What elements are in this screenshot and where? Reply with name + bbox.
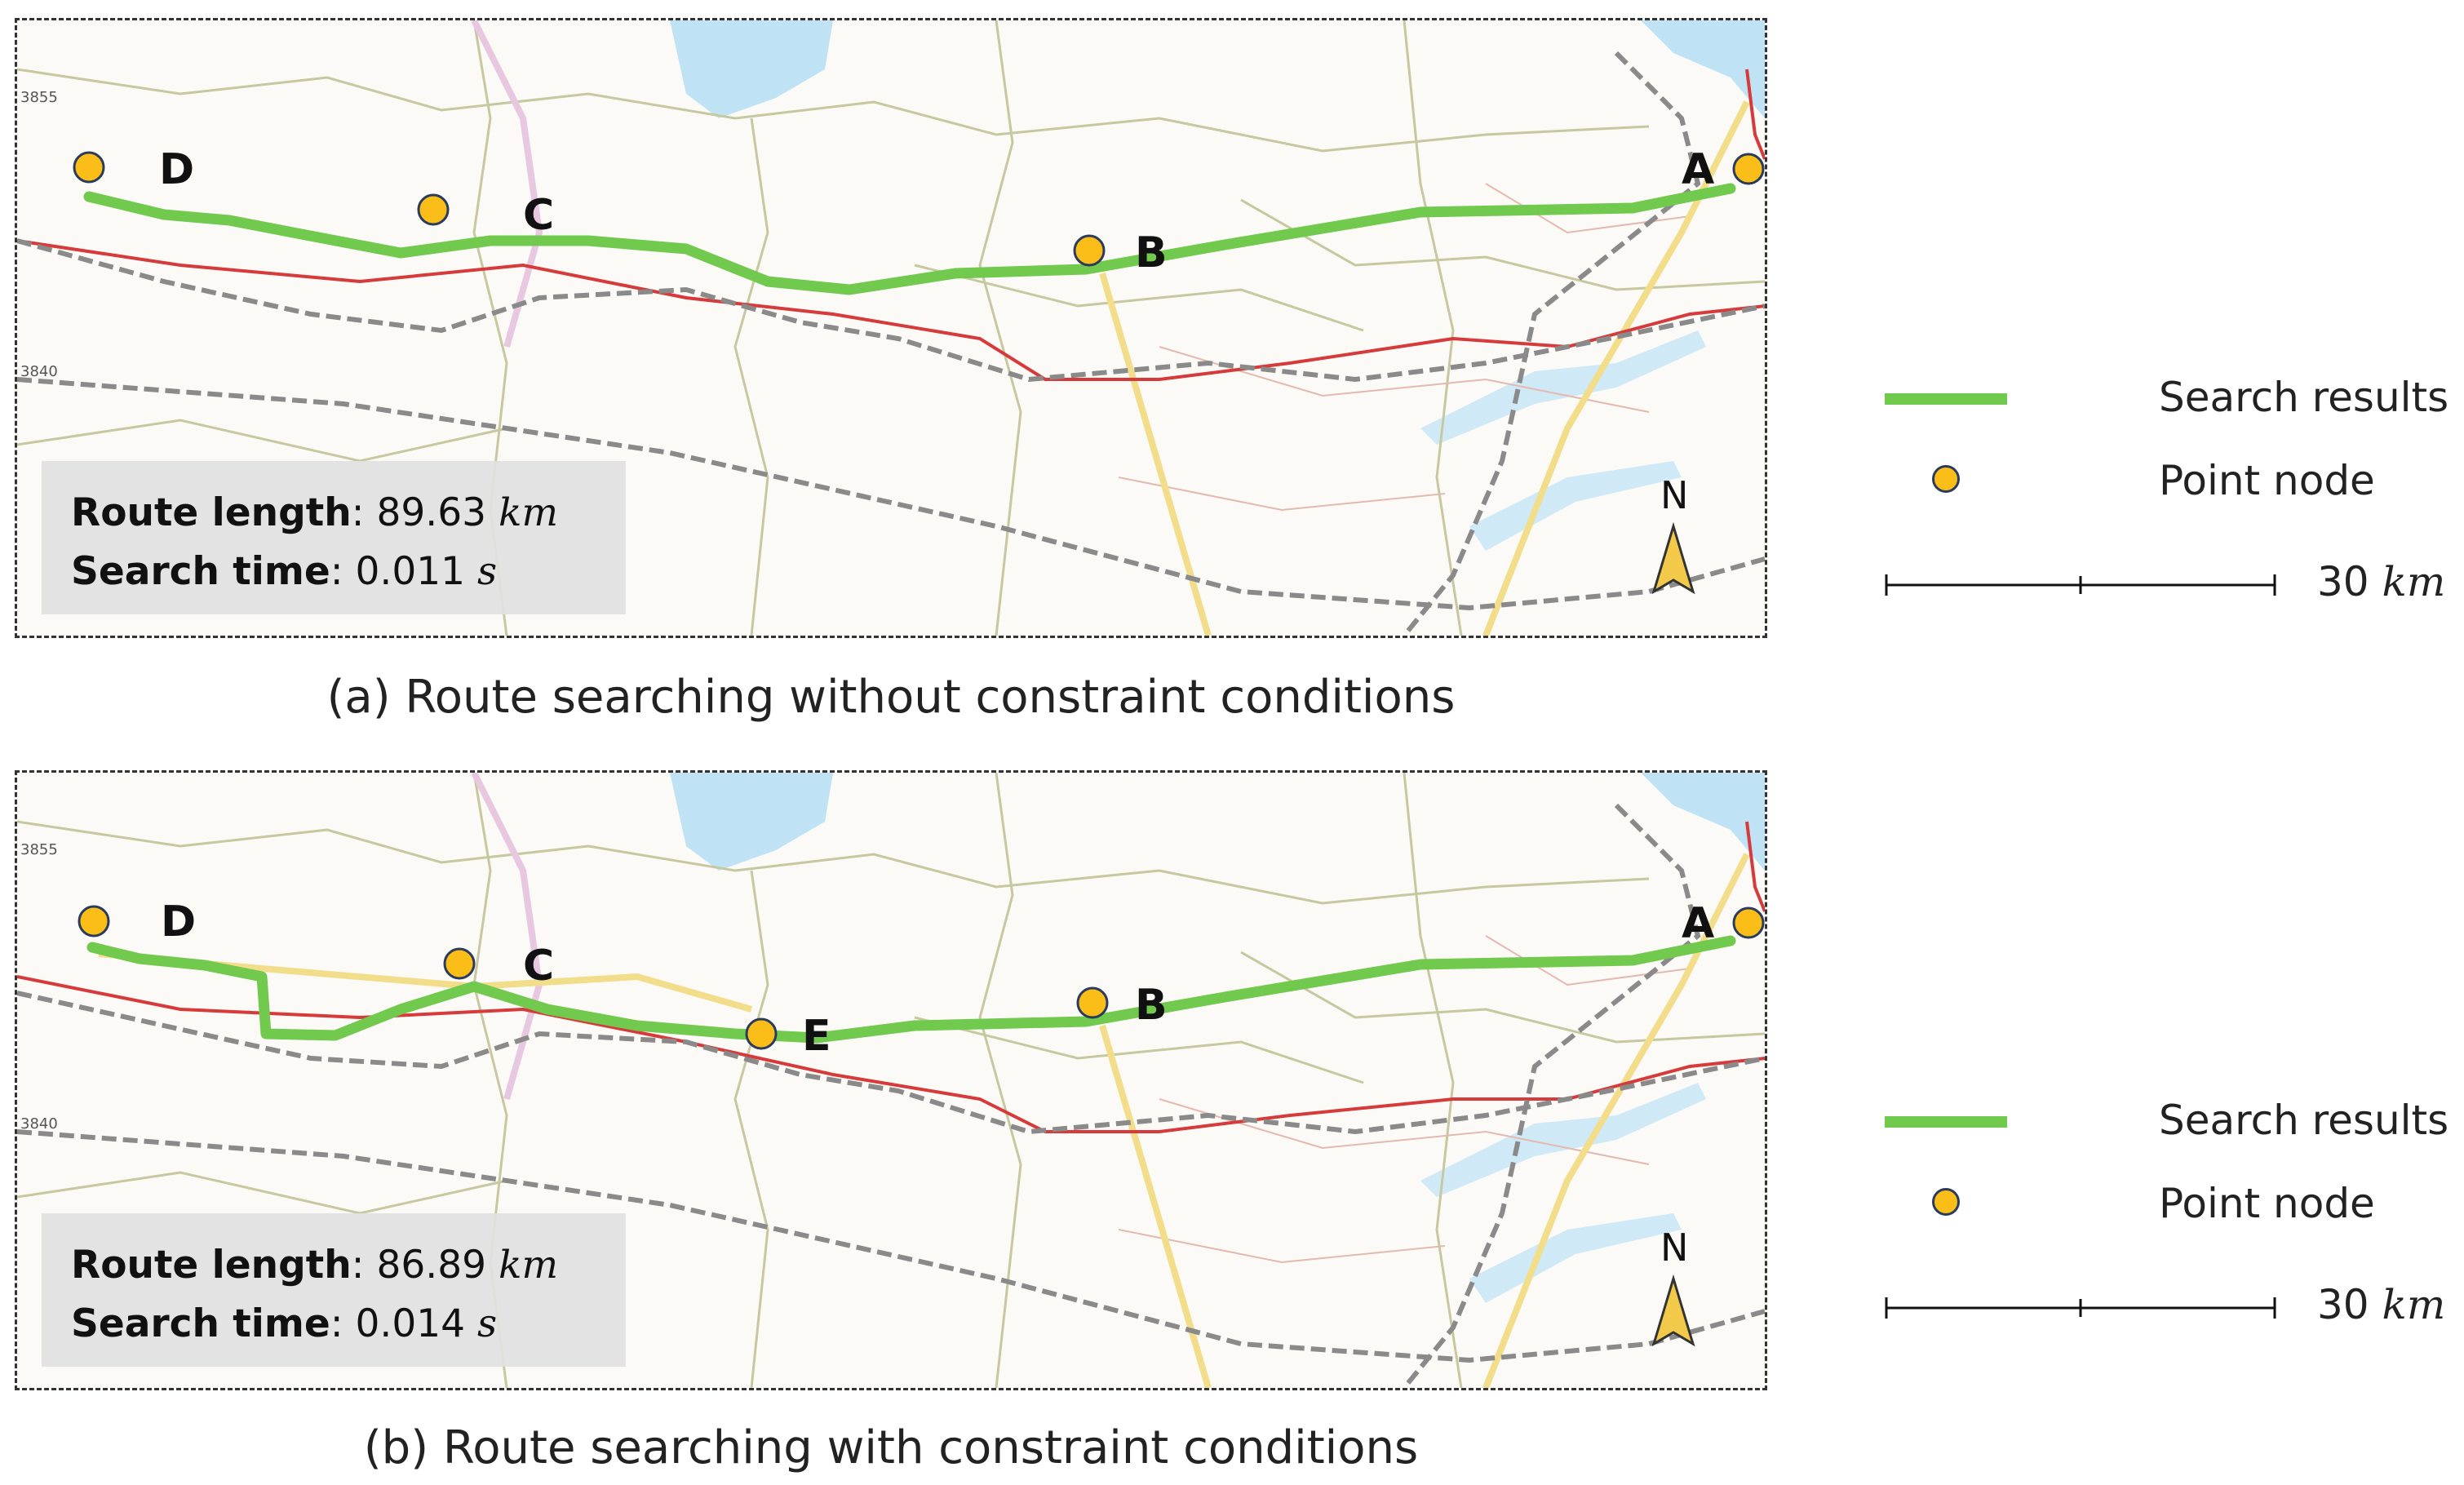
- river: [1420, 1083, 1706, 1197]
- lake: [670, 20, 833, 118]
- scale-label: 30 km: [2317, 1281, 2446, 1328]
- search-time-line: Search time: 0.011 s: [71, 549, 498, 594]
- river: [1469, 461, 1682, 551]
- point-node-d: [78, 905, 110, 938]
- route-info-box-a: Route length: 89.63 km Search time: 0.01…: [42, 461, 626, 614]
- highway: [1745, 69, 1765, 160]
- map-panel-b: 3855 3840 D C E B A N Route length: 86.8…: [15, 770, 1767, 1390]
- point-node-a: [1732, 907, 1765, 939]
- railway: [17, 803, 1765, 1388]
- route-length-line: Route length: 86.89 km: [71, 1243, 559, 1288]
- river: [1469, 1213, 1682, 1303]
- map-canvas-a: 3855 3840 D C B A N: [17, 20, 1765, 636]
- boundary: [471, 20, 543, 348]
- railway: [17, 51, 1765, 636]
- north-label: N: [1660, 473, 1688, 517]
- scale-label: 30 km: [2317, 558, 2446, 605]
- boundary: [471, 773, 543, 1101]
- expressway: [1099, 272, 1212, 636]
- highway: [17, 239, 1765, 381]
- point-node-b: [1076, 986, 1109, 1019]
- search-route: [83, 183, 1736, 295]
- caption-b: (b) Route searching with constraint cond…: [363, 1421, 1419, 1474]
- scale-bar: [1885, 574, 2276, 596]
- label-b: B: [1135, 228, 1168, 277]
- legend-search-results: Search results: [2159, 374, 2449, 421]
- map-canvas-b: 3855 3840 D C E B A N: [17, 773, 1765, 1388]
- legend-b: Search results Point node 30 km: [1868, 1074, 2456, 1368]
- scale-bar: [1885, 1297, 2276, 1319]
- highway: [1745, 821, 1765, 912]
- north-label: N: [1660, 1226, 1688, 1270]
- district-lines: [1118, 935, 1691, 1264]
- route-length-line: Route length: 89.63 km: [71, 490, 559, 535]
- label-e: E: [802, 1012, 831, 1061]
- label-b: B: [1135, 981, 1168, 1030]
- search-route: [86, 935, 1736, 1044]
- point-node-legend-icon: [1932, 465, 1960, 493]
- point-node-b: [1073, 234, 1106, 267]
- label-d: D: [161, 898, 196, 946]
- route-legend-line: [1885, 1116, 2007, 1128]
- label-c: C: [523, 942, 554, 991]
- label-a: A: [1682, 899, 1714, 948]
- legend-point-node: Point node: [2159, 457, 2375, 504]
- legend-a: Search results Point node 30 km: [1868, 351, 2456, 645]
- legend-point-node: Point node: [2159, 1180, 2375, 1227]
- point-node-legend-icon: [1932, 1188, 1960, 1216]
- grid-label: 3840: [20, 363, 58, 380]
- point-node-d: [73, 151, 105, 184]
- route-info-box-b: Route length: 86.89 km Search time: 0.01…: [42, 1213, 626, 1367]
- grid-label: 3840: [20, 1115, 58, 1133]
- search-time-line: Search time: 0.014 s: [71, 1301, 498, 1346]
- expressway: [1099, 1024, 1212, 1388]
- legend-search-results: Search results: [2159, 1097, 2449, 1144]
- north-arrow-icon: [1651, 1274, 1695, 1347]
- label-a: A: [1682, 145, 1714, 194]
- north-arrow-icon: [1651, 521, 1695, 595]
- river: [1420, 330, 1706, 445]
- lake: [1641, 20, 1765, 118]
- label-d: D: [159, 145, 194, 194]
- route-legend-line: [1885, 393, 2007, 405]
- grid-label: 3855: [20, 89, 58, 106]
- map-panel-a: 3855 3840 D C B A N Route length: 89.63 …: [15, 18, 1767, 638]
- point-node-c: [417, 193, 450, 226]
- caption-a: (a) Route searching without constraint c…: [326, 671, 1456, 724]
- point-node-c: [443, 947, 476, 980]
- highway: [17, 975, 1765, 1133]
- point-node-a: [1732, 153, 1765, 185]
- grid-label: 3855: [20, 841, 58, 858]
- point-node-e: [745, 1017, 778, 1050]
- lake: [670, 773, 833, 871]
- lake: [1641, 773, 1765, 871]
- label-c: C: [523, 191, 554, 240]
